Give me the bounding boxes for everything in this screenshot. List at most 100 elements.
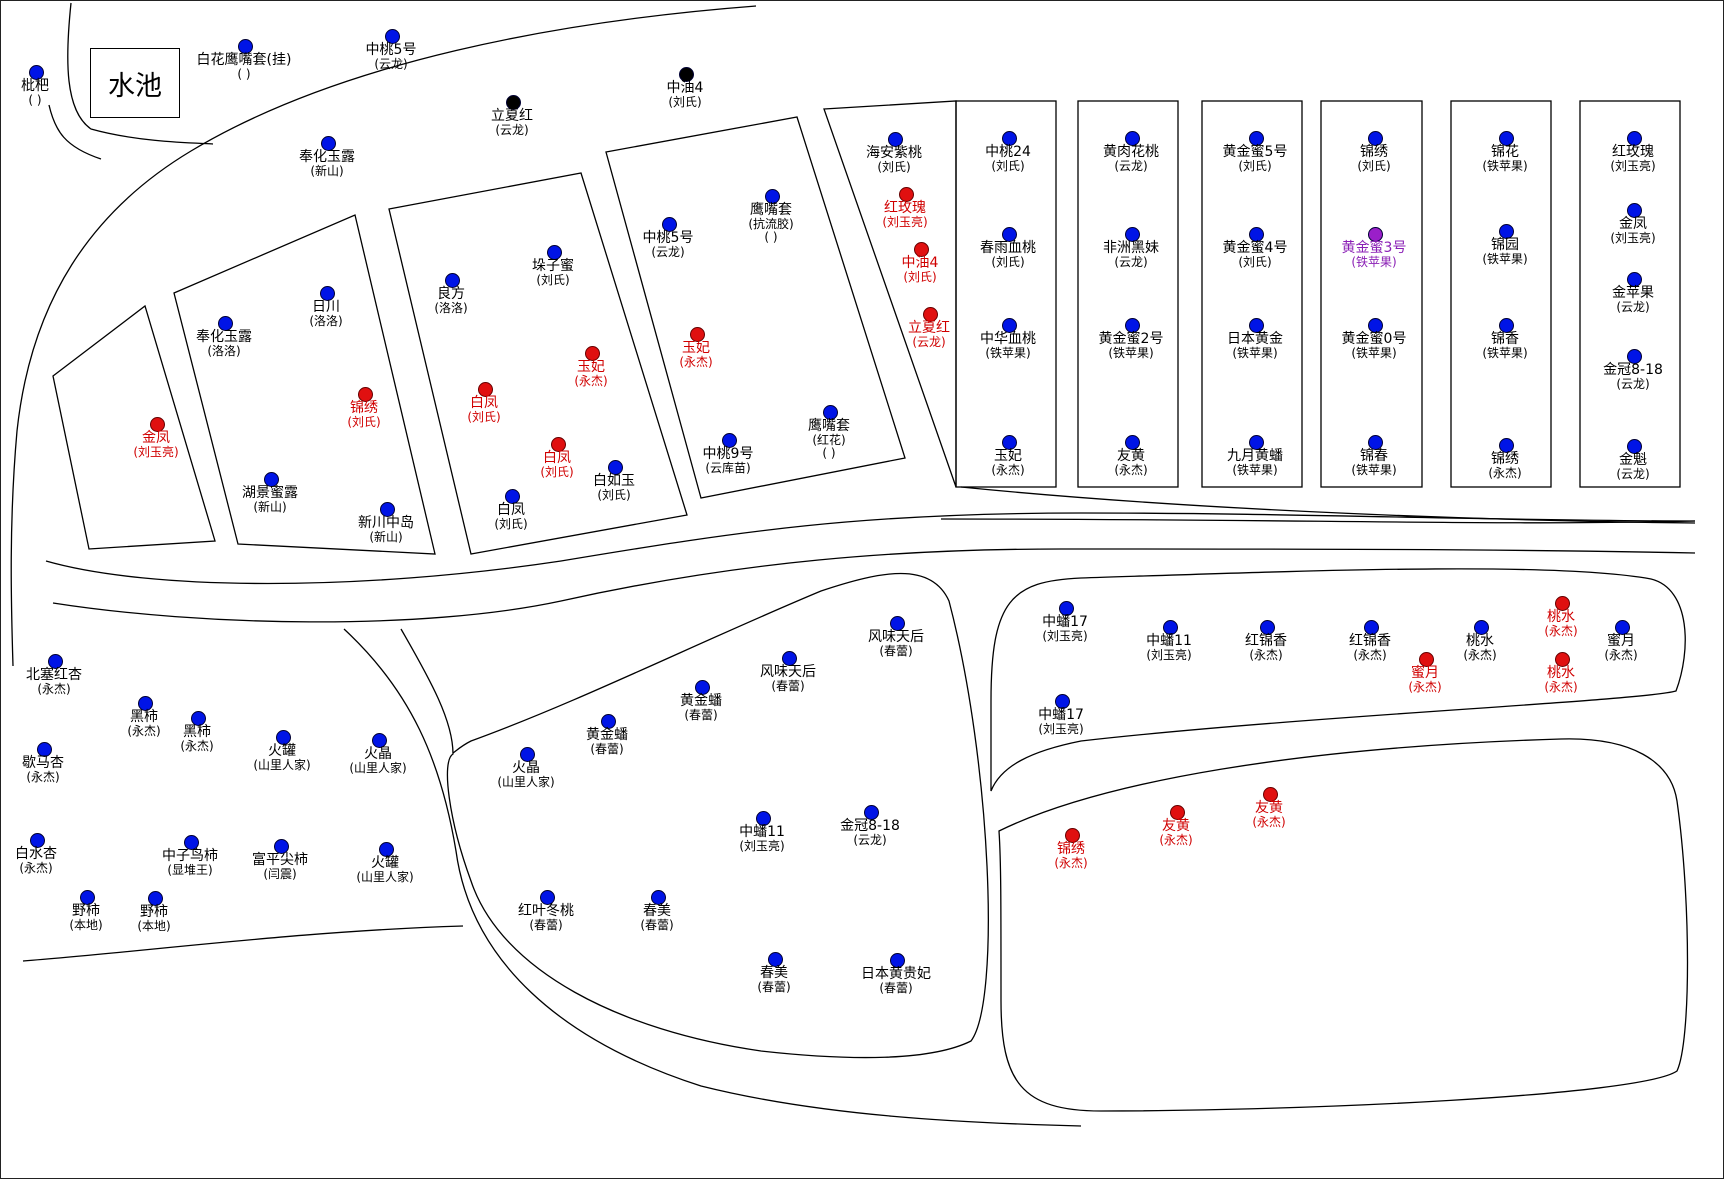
tree-grower-label: (永杰) <box>37 682 71 696</box>
tree-name-label: 红玫瑰 <box>1612 144 1654 160</box>
tree-name-label: 火晶 <box>364 746 392 762</box>
tree-name-label: 白如玉 <box>593 473 635 489</box>
tree-name-label: 奉化玉露 <box>196 329 252 345</box>
tree-dot-icon <box>1498 437 1514 453</box>
tree-name-label: 中桃24 <box>985 144 1031 160</box>
tree-name-label: 黄金蜜0号 <box>1341 331 1407 347</box>
tree-grower-label: (刘玉亮) <box>1038 722 1084 736</box>
tree-grower-label: (永杰) <box>1114 463 1148 477</box>
tree-dot-icon <box>1064 827 1080 843</box>
tree-name-label: 中蟠17 <box>1042 614 1088 630</box>
plot-outline <box>173 214 436 555</box>
tree-dot-icon <box>781 650 797 666</box>
plot-outline <box>1201 100 1303 488</box>
tree-grower-label: ( ) <box>237 67 251 81</box>
tree-grower-label: (春蕾) <box>879 644 913 658</box>
tree-grower-label: (本地) <box>137 919 171 933</box>
tree-name-label: 白凤 <box>543 450 571 466</box>
tree-name-label: 风味天后 <box>868 629 924 645</box>
tree-name-label: 锦花 <box>1491 144 1519 160</box>
tree-grower-label: (山里人家) <box>253 758 311 772</box>
tree-grower-label: (刘玉亮) <box>133 445 179 459</box>
tree-dot-icon <box>1614 619 1630 635</box>
tree-extra-label: ( ) <box>764 230 778 244</box>
tree-dot-icon <box>273 838 289 854</box>
tree-name-label: 白凤 <box>497 502 525 518</box>
tree-dot-icon <box>275 729 291 745</box>
tree-name-label: 金凤 <box>1619 216 1647 232</box>
tree-name-label: 友黄 <box>1162 818 1190 834</box>
tree-grower-label: (永杰) <box>127 724 161 738</box>
tree-dot-icon <box>320 135 336 151</box>
tree-dot-icon <box>504 488 520 504</box>
tree-grower-label: (永杰) <box>1544 680 1578 694</box>
tree-grower-label: (铁苹果) <box>1351 463 1397 477</box>
tree-grower-label: (本地) <box>69 918 103 932</box>
tree-name-label: 锦春 <box>1360 448 1388 464</box>
tree-name-label: 野柿 <box>140 904 168 920</box>
tree-grower-label: (春蕾) <box>879 981 913 995</box>
tree-dot-icon <box>36 741 52 757</box>
tree-dot-icon <box>694 679 710 695</box>
plot-outline <box>1579 100 1681 488</box>
tree-grower-label: (铁苹果) <box>1232 346 1278 360</box>
tree-dot-icon <box>444 272 460 288</box>
tree-grower-label: (刘氏) <box>494 517 528 531</box>
tree-dot-icon <box>183 834 199 850</box>
tree-dot-icon <box>1001 317 1017 333</box>
tree-dot-icon <box>1248 434 1264 450</box>
tree-dot-icon <box>1363 619 1379 635</box>
tree-dot-icon <box>1473 619 1489 635</box>
tree-dot-icon <box>546 244 562 260</box>
road-line <box>48 104 102 160</box>
tree-name-label: 日本黄金 <box>1227 331 1283 347</box>
tree-name-label: 蜜月 <box>1607 633 1635 649</box>
tree-grower-label: (永杰) <box>1054 856 1088 870</box>
tree-grower-label: (云龙) <box>1616 467 1650 481</box>
tree-name-label: 金冠8-18 <box>840 818 900 834</box>
tree-grower-label: (刘玉亮) <box>739 839 785 853</box>
tree-grower-label: (永杰) <box>1353 648 1387 662</box>
tree-dot-icon <box>384 28 400 44</box>
tree-name-label: 中油4 <box>666 80 704 96</box>
tree-grower-label: (永杰) <box>679 355 713 369</box>
tree-name-label: 玉妃 <box>994 448 1022 464</box>
tree-dot-icon <box>913 241 929 257</box>
tree-name-label: 中桃5号 <box>642 230 694 246</box>
tree-grower-label: (铁苹果) <box>1232 463 1278 477</box>
tree-dot-icon <box>661 216 677 232</box>
tree-grower-label: (山里人家) <box>497 775 555 789</box>
tree-dot-icon <box>898 186 914 202</box>
tree-name-label: 黄肉花桃 <box>1103 144 1159 160</box>
tree-dot-icon <box>237 38 253 54</box>
tree-name-label: 红玫瑰 <box>884 200 926 216</box>
tree-grower-label: (刘氏) <box>536 273 570 287</box>
tree-dot-icon <box>539 889 555 905</box>
road-line <box>22 925 464 962</box>
tree-grower-label: (永杰) <box>991 463 1025 477</box>
road-line <box>343 628 1082 1127</box>
tree-grower-label: (新山) <box>253 500 287 514</box>
tree-dot-icon <box>764 188 780 204</box>
tree-name-label: 歇马杏 <box>22 755 64 771</box>
tree-dot-icon <box>371 732 387 748</box>
plot-outline <box>388 172 688 555</box>
tree-dot-icon <box>149 416 165 432</box>
tree-name-label: 火罐 <box>371 855 399 871</box>
tree-dot-icon <box>1367 317 1383 333</box>
tree-grower-label: (新山) <box>310 164 344 178</box>
tree-grower-label: (显堆王) <box>167 863 213 877</box>
tree-name-label: 北塞红杏 <box>26 667 82 683</box>
tree-name-label: 友黄 <box>1117 448 1145 464</box>
tree-dot-icon <box>1001 434 1017 450</box>
tree-grower-label: (刘氏) <box>1238 255 1272 269</box>
tree-dot-icon <box>822 404 838 420</box>
tree-name-label: 桃水 <box>1547 609 1575 625</box>
tree-grower-label: (云龙) <box>1616 300 1650 314</box>
tree-dot-icon <box>1498 317 1514 333</box>
tree-dot-icon <box>889 615 905 631</box>
tree-dot-icon <box>378 841 394 857</box>
tree-dot-icon <box>1001 130 1017 146</box>
tree-dot-icon <box>863 804 879 820</box>
